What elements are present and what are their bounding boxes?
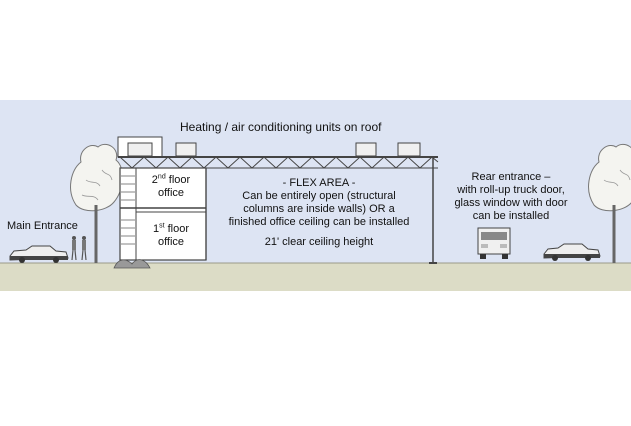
car-icon <box>9 245 69 263</box>
rear-line3: glass window with door <box>454 197 568 209</box>
ceiling-height-label: 21' clear ceiling height <box>264 236 374 248</box>
flex-area-title: - FLEX AREA - <box>282 177 356 189</box>
first-floor-label: 1st floor office <box>140 222 202 249</box>
person-icon <box>71 236 77 261</box>
building <box>113 136 439 269</box>
office-block <box>119 167 207 261</box>
rear-line1: Rear entrance – <box>471 171 551 183</box>
flex-area-line1: Can be entirely open (structural <box>242 190 396 202</box>
second-floor-label: 2nd floor office <box>140 173 202 200</box>
roof-units-label: Heating / air conditioning units on roof <box>180 120 382 134</box>
rear-line4: can be installed <box>472 210 550 222</box>
rear-entrance-label: Rear entrance – with roll-up truck door,… <box>436 171 586 223</box>
hvac-unit-icon <box>127 142 153 157</box>
second-floor-office: office <box>157 187 185 199</box>
car-icon <box>543 243 601 261</box>
ground-band <box>0 263 631 291</box>
person-icon <box>81 236 87 261</box>
main-entrance-label: Main Entrance <box>7 220 78 232</box>
flex-area-description: - FLEX AREA - Can be entirely open (stru… <box>208 177 430 229</box>
first-floor-num: 1 <box>152 223 160 235</box>
hvac-unit-icon <box>397 142 421 157</box>
hvac-unit-icon <box>175 142 197 157</box>
flex-area-line3: finished office ceiling can be installed <box>228 216 410 228</box>
second-floor-sup: nd <box>157 173 166 181</box>
truck-icon <box>477 227 511 259</box>
second-floor-rest: floor <box>165 174 191 186</box>
first-floor-office: office <box>157 236 185 248</box>
flex-area-line2: columns are inside walls) OR a <box>243 203 395 215</box>
first-floor-rest: floor <box>164 223 190 235</box>
tree-icon <box>70 143 123 263</box>
stairs <box>121 175 135 245</box>
tree-icon <box>588 143 631 263</box>
hvac-unit-icon <box>355 142 377 157</box>
first-floor-sup: st <box>159 222 165 230</box>
second-floor-num: 2 <box>151 174 158 186</box>
rear-line2: with roll-up truck door, <box>457 184 565 196</box>
shrubs <box>113 259 151 269</box>
